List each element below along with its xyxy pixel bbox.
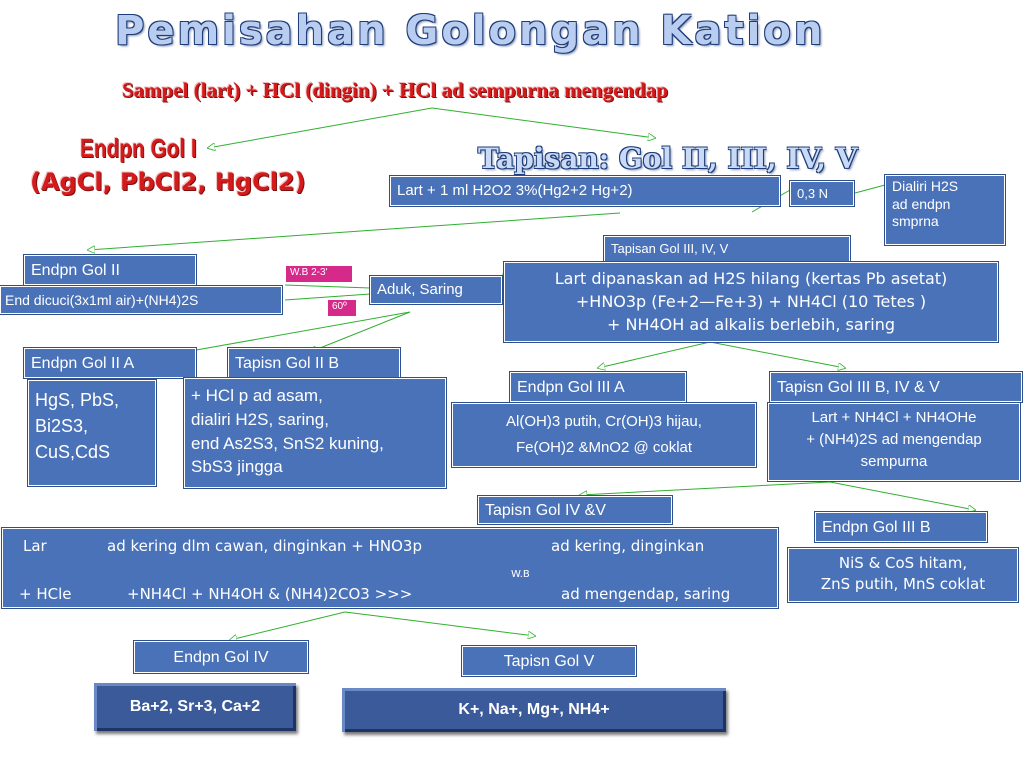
dipanaskan-line-2: +HNO3p (Fe+2—Fe+3) + NH4Cl (10 Tetes ) [575, 292, 927, 312]
filtrate-heading: Tapisan: Gol II, III, IV, V [478, 142, 858, 175]
lar-row2-a: + HCle [19, 585, 72, 603]
gol2b-line-3: end As2S3, SnS2 kuning, [191, 433, 384, 453]
tapisn-gol3b-box: Tapisn Gol III B, IV & V [769, 371, 1023, 403]
lar-procedure-box: Lar ad kering dlm cawan, dinginkan + HNO… [1, 527, 779, 609]
gol2b-line-2: dialiri H2S, saring, [191, 409, 329, 429]
page-title: Pemisahan Golongan Kation [115, 8, 826, 54]
lart-h2o2-text: Lart + 1 ml H2O2 3%(Hg2+2 Hg+2) [397, 182, 633, 199]
gol2a-content-box: HgS, PbS, Bi2S3, CuS,CdS [27, 379, 157, 487]
sample-subtitle: Sampel (lart) + HCl (dingin) + HCl ad se… [122, 78, 669, 102]
endpn-gol2-box: Endpn Gol II [23, 254, 197, 286]
dicuci-text: End dicuci(3x1ml air)+(NH4)2S [5, 292, 199, 308]
gol1-formula: (AgCl, PbCl2, HgCl2) [30, 168, 306, 196]
lar-row2-b: +NH4Cl + NH4OH & (NH4)2CO3 >>> [127, 585, 413, 603]
gol2b-line-4: SbS3 jingga [191, 457, 283, 477]
line-to-gol3b-filt [709, 341, 845, 368]
wb-small-label: W.B [511, 569, 530, 580]
lar-row2-c: ad mengendap, saring [561, 585, 731, 603]
endpn-gol3a-box: Endpn Gol III A [509, 371, 687, 403]
gol5-ions-panel: K+, Na+, Mg+, NH4+ [342, 688, 726, 732]
line-to-filtrate [431, 107, 655, 138]
lar-row1-a: Lar [23, 537, 47, 555]
gol4-ions-panel: Ba+2, Sr+3, Ca+2 [94, 683, 296, 731]
line-to-gol1 [208, 107, 433, 148]
line-wb [284, 284, 371, 289]
dialiri-box: Dialiri H2S ad endpn smprna [884, 174, 1006, 246]
tapisn-gol2b-box: Tapisn Gol II B [227, 347, 401, 379]
gol1-heading: Endpn Gol I [80, 133, 197, 163]
hcl-conc-text: 0,3 N [797, 186, 829, 201]
gol3b-result-box: NiS & CoS hitam, ZnS putih, MnS coklat [787, 547, 1019, 603]
gol3a-line-2: Fe(OH)2 &MnO2 @ coklat [515, 439, 693, 457]
line-to-gol45 [580, 481, 831, 495]
dialiri-line-2: ad endpn [892, 195, 951, 212]
gol5-ions-text: K+, Na+, Mg+, NH4+ [458, 701, 610, 718]
wb-tag: W.B 2-3' [286, 266, 352, 282]
line-to-gol2b [310, 311, 411, 352]
endpn-gol3a-text: Endpn Gol III A [517, 379, 625, 396]
gol3a-line-1: Al(OH)3 putih, Cr(OH)3 hijau, [506, 413, 702, 430]
tapisn-gol45-box: Tapisn Gol IV &V [477, 495, 673, 525]
lar-row1-c: ad kering, dinginkan [551, 537, 705, 555]
gol3b-content-box: Lart + NH4Cl + NH4OHe + (NH4)2S ad menge… [767, 402, 1021, 482]
gol3b-result-line-2: ZnS putih, MnS coklat [820, 575, 986, 593]
tapisn-gol45-text: Tapisn Gol IV &V [485, 502, 606, 519]
line-to-dialiri [854, 184, 886, 194]
gol3b-line-3: sempurna [860, 452, 928, 470]
endpn-gol3b-box: Endpn Gol III B [814, 511, 988, 543]
gol4-ions-text: Ba+2, Sr+3, Ca+2 [129, 698, 261, 715]
gol2a-line-2: Bi2S3, [35, 416, 89, 437]
tapisn-gol5-text: Tapisn Gol V [503, 653, 595, 670]
endpn-gol2a-box: Endpn Gol II A [23, 347, 197, 379]
tapisn-gol2b-text: Tapisn Gol II B [235, 355, 340, 372]
endpn-gol2a-text: Endpn Gol II A [31, 355, 135, 372]
aduk-text: Aduk, Saring [377, 281, 463, 298]
dicuci-box: End dicuci(3x1ml air)+(NH4)2S [0, 285, 283, 315]
dialiri-line-3: smprna [892, 213, 939, 229]
gol2b-line-1: + HCl p ad asam, [191, 386, 323, 405]
dipanaskan-box: Lart dipanaskan ad H2S hilang (kertas Pb… [503, 261, 999, 343]
aduk-box: Aduk, Saring [369, 275, 503, 305]
line-to-gol3b [829, 481, 975, 510]
endpn-gol4-text: Endpn Gol IV [173, 649, 269, 666]
gol3a-content-box: Al(OH)3 putih, Cr(OH)3 hijau, Fe(OH)2 &M… [451, 402, 757, 468]
endpn-gol4-box: Endpn Gol IV [133, 640, 309, 674]
line-to-gol2a [185, 311, 411, 352]
gol3b-result-line-1: NiS & CoS hitam, [838, 554, 968, 572]
gol3b-line-2: + (NH4)2S ad mengendap [806, 430, 982, 448]
gol2a-line-1: HgS, PbS, [35, 390, 120, 410]
dialiri-line-1: Dialiri H2S [892, 178, 959, 194]
tapisan-gol3-box: Tapisan Gol III, IV, V [603, 235, 851, 264]
tapisn-gol5-box: Tapisn Gol V [461, 645, 637, 677]
hcl-conc-box: 0,3 N [789, 180, 855, 207]
gol2a-line-3: CuS,CdS [35, 442, 111, 463]
gol3b-line-1: Lart + NH4Cl + NH4OHe [811, 409, 977, 426]
line-to-gol4 [230, 611, 346, 640]
dipanaskan-line-1: Lart dipanaskan ad H2S hilang (kertas Pb… [554, 269, 948, 288]
temp-tag: 60º [328, 300, 356, 316]
dipanaskan-line-3: + NH4OH ad alkalis berlebih, saring [606, 315, 896, 335]
lar-row1-b: ad kering dlm cawan, dinginkan + HNO3p [107, 537, 422, 555]
tapisan-gol3-text: Tapisan Gol III, IV, V [611, 241, 729, 256]
line-to-gol5 [344, 611, 535, 636]
line-to-gol2 [88, 212, 621, 250]
tapisn-gol3b-text: Tapisn Gol III B, IV & V [777, 379, 940, 396]
lart-h2o2-box: Lart + 1 ml H2O2 3%(Hg2+2 Hg+2) [389, 175, 781, 207]
gol2b-content-box: + HCl p ad asam, dialiri H2S, saring, en… [183, 377, 447, 489]
endpn-gol3b-text: Endpn Gol III B [822, 519, 931, 536]
endpn-gol2-text: Endpn Gol II [31, 262, 120, 279]
line-to-gol3a [598, 341, 711, 368]
